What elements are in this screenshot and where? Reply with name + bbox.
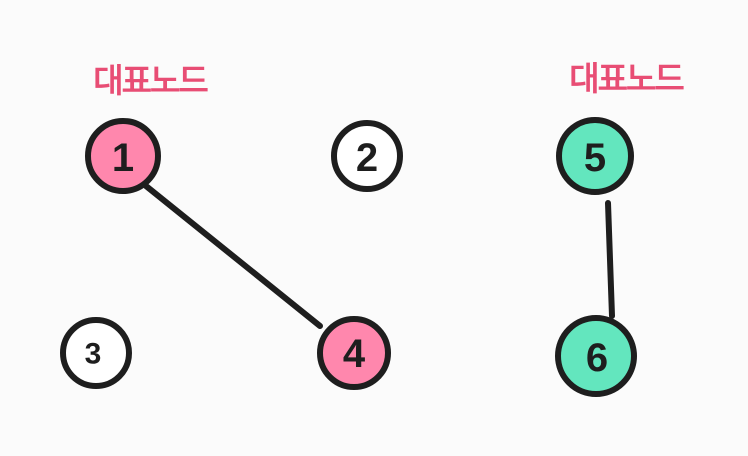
node-1-circle bbox=[85, 118, 161, 194]
node-5-circle bbox=[556, 117, 634, 195]
node-6-circle bbox=[555, 315, 637, 397]
node-4: 4 bbox=[317, 316, 391, 390]
node-3-label: 3 bbox=[85, 338, 102, 371]
representative-node-label-right: 대표노드 bbox=[569, 59, 684, 98]
representative-node-label-left: 대표노드 bbox=[93, 61, 208, 100]
node-5-label: 5 bbox=[584, 136, 606, 180]
node-1-label: 1 bbox=[112, 136, 134, 180]
node-4-label: 4 bbox=[343, 332, 366, 376]
node-6-label: 6 bbox=[586, 336, 608, 380]
node-2: 2 bbox=[331, 120, 403, 192]
node-4-circle bbox=[317, 316, 391, 390]
node-6: 6 bbox=[555, 315, 637, 397]
node-3-circle bbox=[60, 317, 132, 389]
node-3: 3 bbox=[60, 317, 132, 389]
node-2-circle bbox=[331, 120, 403, 192]
node-2-label: 2 bbox=[356, 136, 378, 180]
edge-5-to-6 bbox=[605, 200, 615, 319]
node-5: 5 bbox=[556, 117, 634, 195]
edge-1-to-4 bbox=[143, 183, 323, 329]
node-1: 1 bbox=[85, 118, 161, 194]
